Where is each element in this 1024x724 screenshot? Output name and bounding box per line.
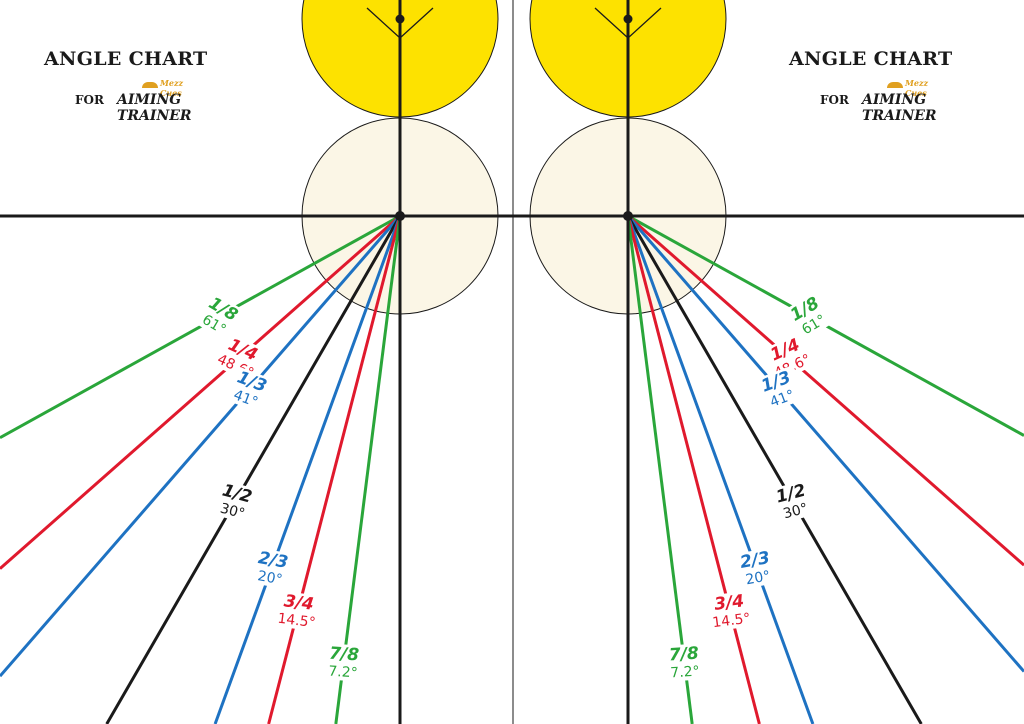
right-ray-1-3 [626,215,1024,673]
right-fraction-label: 3/4 [713,591,745,615]
right-angle-label: 7.2° [670,664,700,682]
left-angle-label: 30° [218,501,246,523]
left-angle-label: 20° [256,568,283,588]
left-angle-label: 14.5° [277,611,317,632]
right-label-background [780,289,838,344]
left-angle-labels: 1/861°1/448.6°1/341°1/230°2/320°3/414.5°… [190,289,367,682]
left-object-ball-center [395,14,405,24]
right-product-name: AIMING TRAINER [862,92,937,124]
left-label-background [222,365,277,415]
left-label-2-3: 2/320° [246,546,297,590]
left-contact-point [395,211,405,221]
right-for-label: FOR [820,93,849,107]
right-angle-labels: 1/861°1/448.6°1/341°1/230°2/320°3/414.5°… [661,289,838,682]
left-angle-label: 7.2° [328,664,358,682]
left-label-background [212,332,267,383]
left-label-background [320,643,367,682]
right-label-background [767,478,819,525]
right-angle-label: 14.5° [712,611,752,632]
right-contact-point [623,211,633,221]
left-label-1-2: 1/230° [209,478,261,525]
right-label-background [706,590,755,632]
left-ray-3-4 [267,215,402,724]
left-brand-name: Mezz Cues [160,78,184,98]
left-label-background [190,289,248,344]
left-label-1-8: 1/861° [190,289,248,344]
left-chart-title: ANGLE CHART [44,48,208,70]
left-product-name: AIMING TRAINER [117,92,192,124]
left-ray-2-3 [213,215,402,724]
left-label-background [273,590,322,632]
left-ray-1-3 [0,215,402,678]
left-brand-logo-icon [142,82,158,88]
right-angle-rays [626,214,1024,724]
right-diagram: 1/861°1/448.6°1/341°1/230°2/320°3/414.5°… [513,0,1024,724]
right-label-7-8: 7/87.2° [661,643,708,682]
right-label-background [751,365,806,415]
left-for-label: FOR [75,93,104,107]
left-label-1-3: 1/341° [222,365,277,415]
right-label-background [731,546,782,590]
right-ray-1-2 [626,215,923,724]
right-object-ball-center [623,14,633,24]
right-brand-logo-icon [887,82,903,88]
right-angle-label: 20° [744,568,771,588]
right-ray-3-4 [626,215,761,724]
left-aim-marker [366,7,434,39]
right-label-2-3: 2/320° [731,546,782,590]
right-label-1-2: 1/230° [767,478,819,525]
right-label-1-8: 1/861° [780,289,838,344]
right-ray-1-4 [627,214,1024,567]
left-label-7-8: 7/87.2° [320,643,367,682]
left-label-background [209,478,261,525]
right-label-3-4: 3/414.5° [706,590,755,632]
left-fraction-label: 7/8 [329,644,360,666]
right-ray-7-8 [626,215,694,724]
left-label-background [246,546,297,590]
left-angle-rays [0,214,402,724]
right-label-background [761,332,816,383]
left-label-3-4: 3/414.5° [273,590,322,632]
right-chart-title: ANGLE CHART [789,48,953,70]
right-label-background [661,643,708,682]
right-fraction-label: 7/8 [668,644,699,666]
left-diagram: 1/861°1/448.6°1/341°1/230°2/320°3/414.5°… [0,0,513,724]
right-ray-2-3 [626,215,815,724]
right-brand-name: Mezz Cues [905,78,929,98]
right-aim-marker [594,7,662,39]
right-title-block: ANGLE CHART Mezz Cues FOR AIMING TRAINER [789,48,953,124]
left-ray-1-4 [0,214,401,570]
left-ray-7-8 [334,215,402,724]
left-ray-1-2 [105,215,402,724]
left-title-block: ANGLE CHART Mezz Cues FOR AIMING TRAINER [44,48,208,124]
left-ray-1-8 [0,214,401,440]
right-angle-label: 30° [782,501,810,523]
left-fraction-label: 3/4 [283,591,315,615]
